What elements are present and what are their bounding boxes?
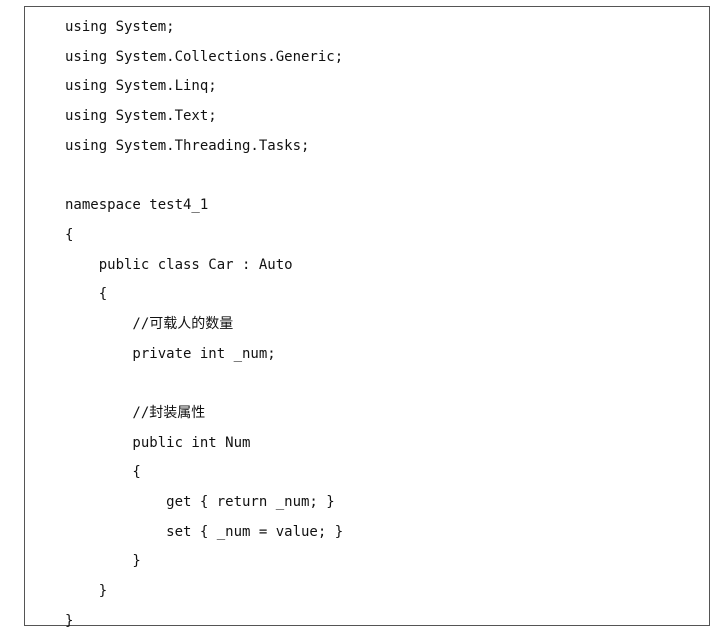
code-line: using System.Linq; <box>65 78 217 95</box>
code-line: { <box>65 226 74 243</box>
code-line: using System.Text; <box>65 108 217 125</box>
code-lines: using System; using System.Collections.G… <box>65 13 343 636</box>
code-line: using System.Threading.Tasks; <box>65 137 310 154</box>
code-block: using System; using System.Collections.G… <box>24 6 710 629</box>
code-line <box>65 161 343 191</box>
code-comment-line: //封装属性 <box>65 404 206 421</box>
code-line: using System; <box>65 19 175 35</box>
code-line: { <box>65 464 141 481</box>
code-line: } <box>65 583 108 600</box>
code-line <box>65 369 343 399</box>
code-line: { <box>65 286 108 303</box>
code-line: } <box>65 612 74 629</box>
code-comment-line: //可载人的数量 <box>65 315 234 332</box>
code-line: } <box>65 553 141 570</box>
code-line: namespace test4_1 <box>65 197 209 214</box>
code-line: get { return _num; } <box>65 494 335 510</box>
code-line: public class Car : Auto <box>65 256 293 273</box>
code-line: using System.Collections.Generic; <box>65 48 344 65</box>
code-line: public int Num <box>65 434 251 451</box>
code-line: set { _num = value; } <box>65 523 344 540</box>
code-line: private int _num; <box>65 345 276 362</box>
